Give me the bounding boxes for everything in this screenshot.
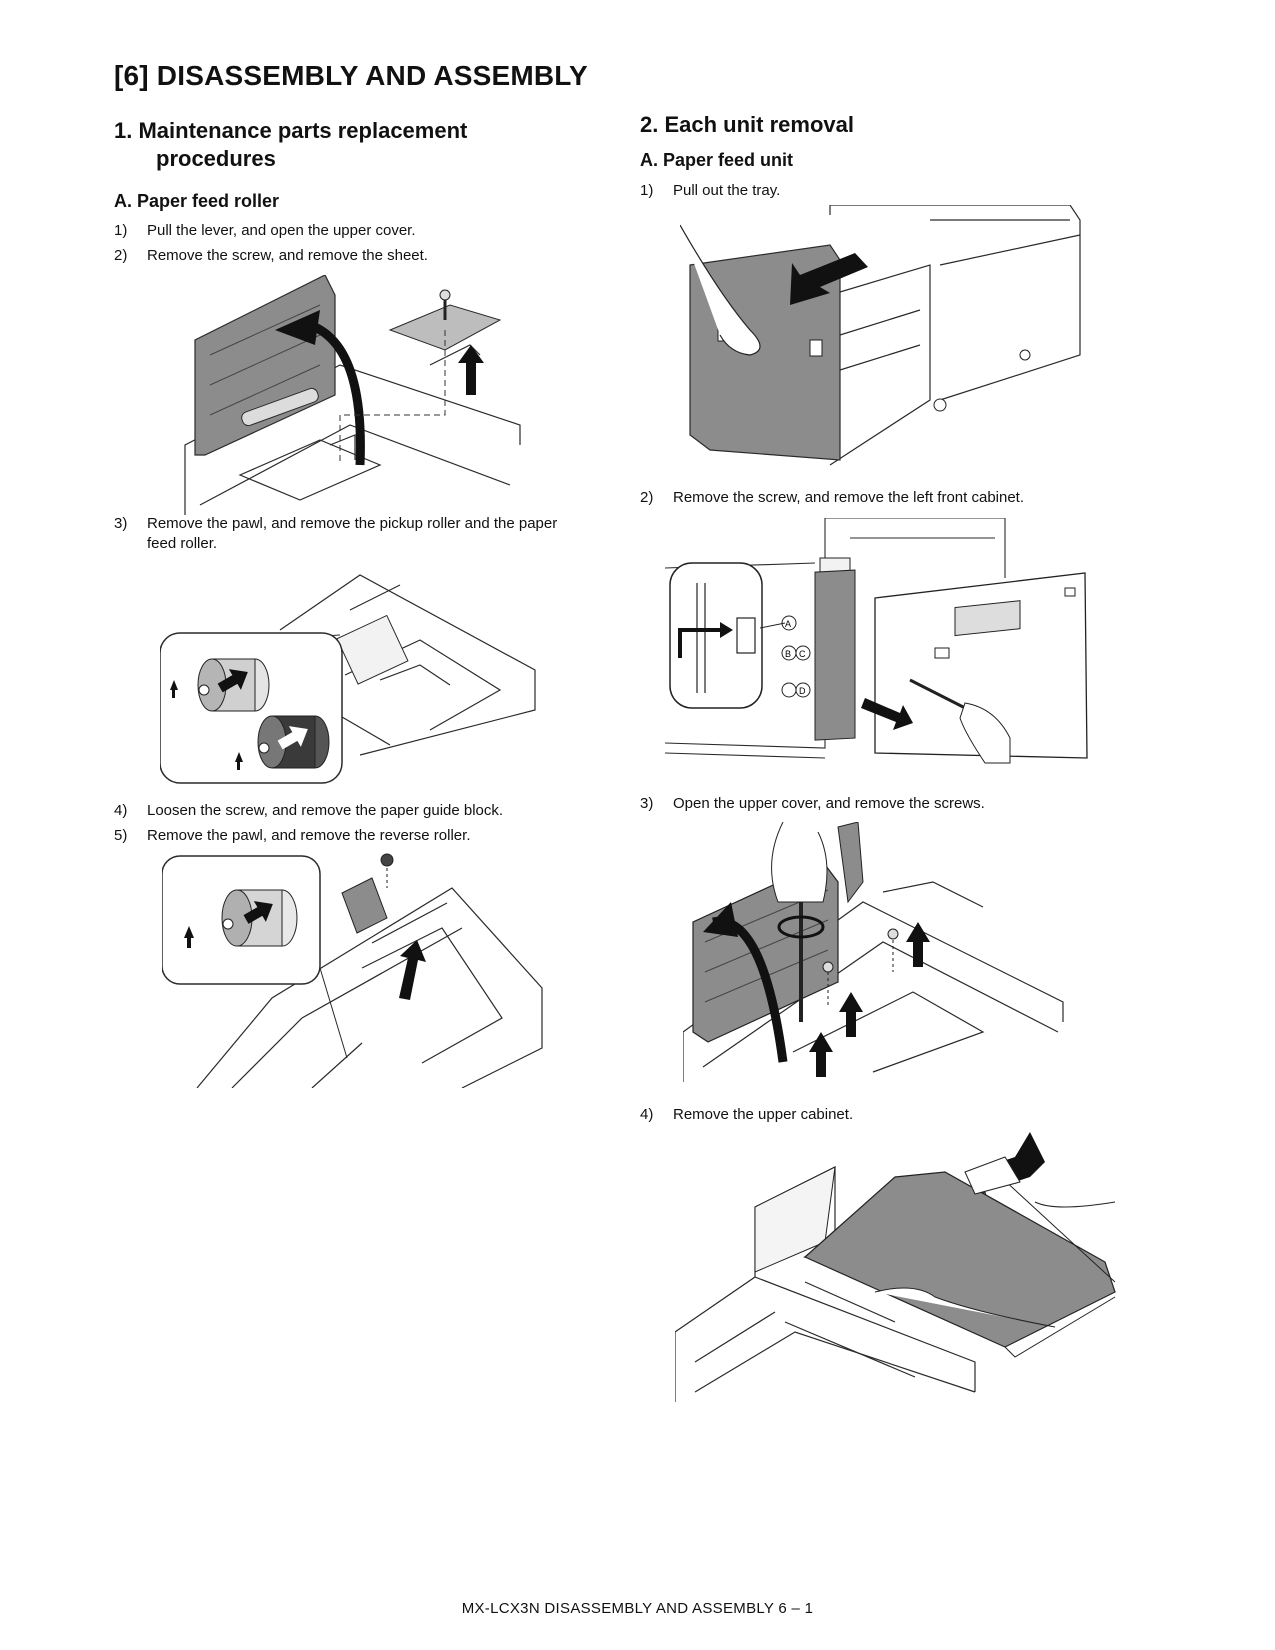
step-text-continued: feed roller.: [147, 535, 218, 552]
step-item: 1) Pull the lever, and open the upper co…: [114, 220, 614, 242]
callout-label-b: B: [785, 649, 791, 659]
subsection-title-paper-feed-roller: A. Paper feed roller: [114, 191, 280, 211]
section-title-maintenance-line2: procedures: [156, 146, 276, 171]
step-text: Pull out the tray.: [673, 182, 781, 199]
step-text: Remove the upper cabinet.: [673, 1106, 854, 1123]
section-title-maintenance-line1: 1. Maintenance parts replacement: [114, 118, 468, 143]
step-number: 4): [114, 802, 128, 819]
step-number: 1): [640, 182, 654, 199]
figure-left-front-cabinet: A B C D: [665, 518, 1100, 773]
figure-upper-cabinet: [675, 1132, 1155, 1402]
step-number: 3): [640, 795, 654, 812]
step-item: 5) Remove the pawl, and remove the rever…: [114, 825, 614, 847]
callout-label-d: D: [799, 686, 806, 696]
step-number: 2): [640, 489, 654, 506]
step-item: 2) Remove the screw, and remove the shee…: [114, 245, 614, 267]
callout-label-c: C: [799, 649, 806, 659]
figure-upper-cover-screws: [683, 822, 1068, 1082]
step-number: 5): [114, 827, 128, 844]
step-number: 4): [640, 1106, 654, 1123]
step-number: 2): [114, 247, 128, 264]
figure-pull-out-tray: [680, 205, 1090, 475]
step-number: 1): [114, 222, 128, 239]
figure-pickup-feed-rollers: [160, 570, 545, 795]
subsection-title-paper-feed-unit: A. Paper feed unit: [640, 150, 794, 170]
figure-open-upper-cover: [180, 275, 540, 515]
step-item: 4) Loosen the screw, and remove the pape…: [114, 800, 614, 822]
step-text: Remove the screw, and remove the left fr…: [673, 489, 1025, 506]
step-item: 1) Pull out the tray.: [640, 180, 1200, 202]
figure-reverse-roller: [162, 848, 547, 1088]
step-text: Loosen the screw, and remove the paper g…: [147, 802, 504, 819]
step-item: 4) Remove the upper cabinet.: [640, 1104, 1200, 1126]
step-item: 2) Remove the screw, and remove the left…: [640, 487, 1200, 509]
step-text: Pull the lever, and open the upper cover…: [147, 222, 416, 239]
step-text: Remove the pawl, and remove the reverse …: [147, 827, 471, 844]
step-text: Remove the screw, and remove the sheet.: [147, 247, 428, 264]
step-text: Remove the pawl, and remove the pickup r…: [147, 515, 558, 532]
step-item: 3) Remove the pawl, and remove the picku…: [114, 513, 614, 557]
step-text: Open the upper cover, and remove the scr…: [673, 795, 985, 812]
page-footer: MX-LCX3N DISASSEMBLY AND ASSEMBLY 6 – 1: [461, 1600, 814, 1617]
callout-label-a: A: [785, 619, 791, 629]
section-title-unit-removal: 2. Each unit removal: [640, 112, 854, 137]
chapter-title: [6] DISASSEMBLY AND ASSEMBLY: [114, 60, 588, 91]
step-number: 3): [114, 515, 128, 532]
step-item: 3) Open the upper cover, and remove the …: [640, 793, 1200, 815]
